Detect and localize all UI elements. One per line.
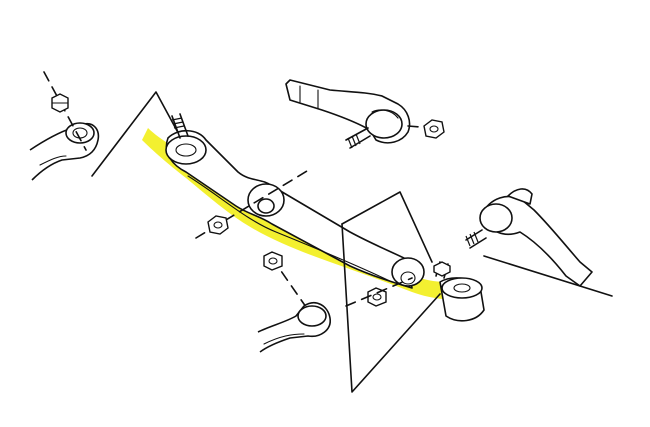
pitman-arm (29, 122, 100, 181)
nut-pitman (51, 93, 69, 113)
nut-upper-tie-rod (423, 119, 445, 139)
pitman-axis-line (43, 71, 87, 151)
inner-tie-rod-end-upper (285, 79, 411, 149)
leader-line-right (341, 191, 433, 263)
stud-right (433, 261, 451, 279)
leader-line-lower (341, 223, 441, 393)
nut-lower (263, 251, 283, 271)
nut-right-stud (367, 287, 387, 307)
right-axis-line (345, 277, 413, 307)
leader-line-far-right (483, 255, 613, 297)
nut-center-stud (207, 215, 229, 235)
idler-arm (257, 302, 331, 353)
inner-tie-rod-end-lower (465, 188, 593, 287)
center-link (165, 129, 425, 289)
idler-arm-joint (439, 277, 485, 322)
stud-left (171, 113, 189, 139)
